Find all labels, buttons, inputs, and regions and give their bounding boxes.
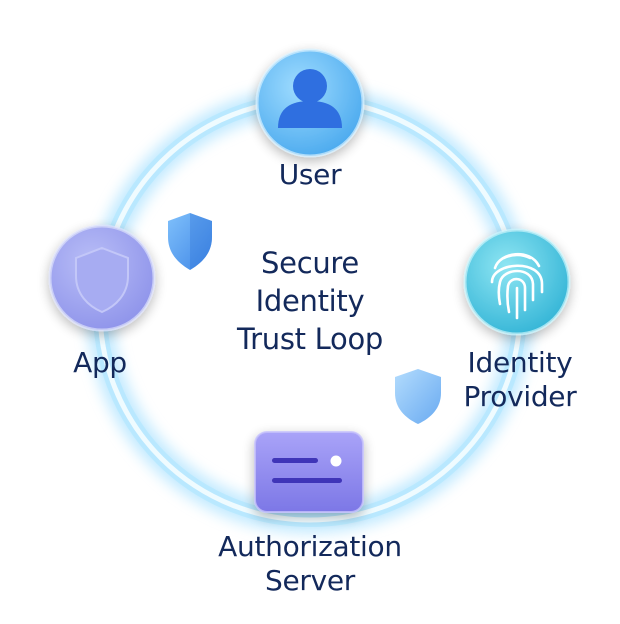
diagram-title-line-1: Secure — [261, 246, 359, 280]
app-label: App — [73, 346, 127, 379]
shield-icon — [395, 369, 441, 424]
diagram-title-line-3: Trust Loop — [237, 322, 383, 356]
authorization-server-label: Authorization Server — [190, 530, 430, 598]
identity-provider-label-line-2: Provider — [463, 380, 577, 413]
authorization-server-label-line-1: Authorization — [218, 530, 402, 563]
shield-icon — [75, 246, 129, 314]
server-icon — [272, 455, 342, 483]
user-icon — [278, 69, 342, 128]
identity-provider-label-line-1: Identity — [467, 346, 573, 379]
diagram-title-line-2: Identity — [255, 284, 365, 318]
fingerprint-icon — [490, 252, 544, 320]
user-label: User — [278, 158, 342, 191]
authorization-server-node[interactable] — [254, 431, 364, 513]
shield-icon — [168, 213, 212, 270]
identity-provider-label: Identity Provider — [445, 346, 595, 414]
identity-provider-node[interactable] — [463, 228, 571, 336]
diagram-title: Secure Identity Trust Loop — [200, 244, 420, 358]
authorization-server-label-line-2: Server — [264, 564, 356, 597]
